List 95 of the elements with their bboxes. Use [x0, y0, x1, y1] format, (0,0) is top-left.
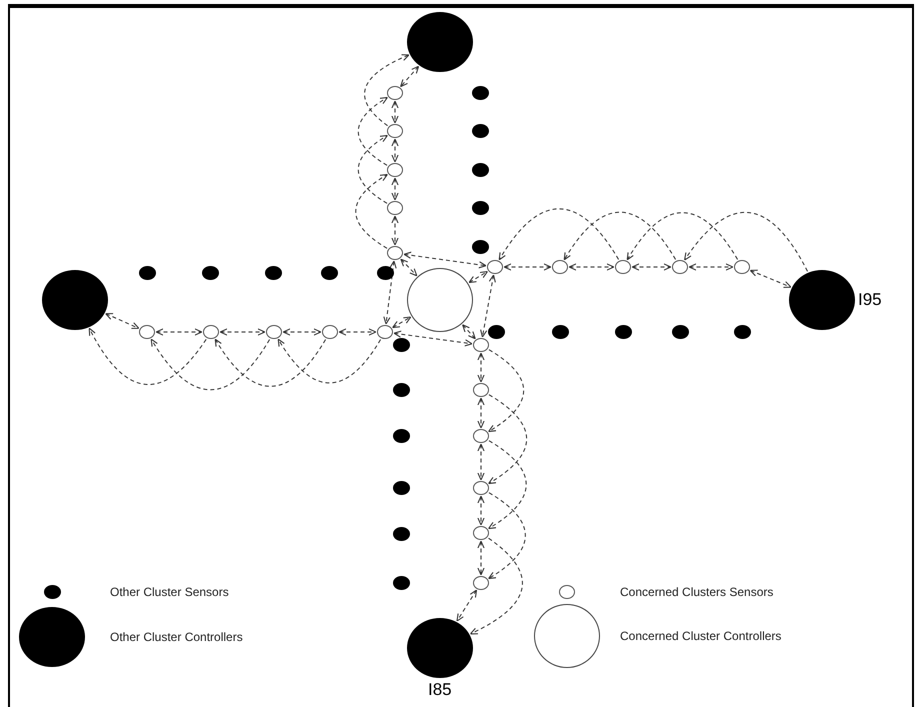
arrow: [456, 590, 478, 622]
arrow: [568, 263, 614, 271]
sensor-dot: [472, 86, 488, 100]
sensor-circle: [473, 576, 489, 590]
arrow: [477, 540, 485, 576]
sensor-circle: [203, 325, 219, 339]
arrow: [477, 352, 485, 382]
arrow: [488, 394, 528, 484]
sensor-dot: [614, 325, 632, 339]
sensor-dot: [392, 527, 410, 541]
arrow: [470, 538, 523, 634]
sensor-dot: [392, 338, 410, 352]
sensor-circle: [387, 201, 403, 215]
arrow: [391, 138, 399, 162]
arrow: [477, 496, 485, 526]
sensor-circle: [266, 325, 282, 339]
sensor-circle: [473, 481, 489, 495]
sensor-circle: [387, 86, 403, 100]
sensor-circle: [387, 246, 403, 260]
sensor-circle: [139, 325, 155, 339]
arrow: [403, 252, 487, 268]
arrow: [282, 328, 322, 336]
arrow: [477, 444, 485, 480]
arrow: [498, 208, 620, 260]
arrow: [400, 66, 420, 88]
sensor-dot: [734, 325, 750, 339]
arrow: [504, 263, 552, 271]
arrow: [462, 324, 476, 340]
sensor-circle: [672, 260, 688, 274]
sensor-circle: [377, 325, 393, 339]
central-controller-circle: [407, 268, 473, 332]
arrow: [220, 328, 266, 336]
arrow: [626, 212, 738, 260]
arrow: [750, 270, 792, 288]
sensor-circle: [322, 325, 338, 339]
sensor-dot: [320, 266, 338, 280]
sensor-dot: [138, 266, 156, 280]
legend-label: Concerned Cluster Controllers: [620, 629, 782, 643]
sensor-dot: [472, 163, 488, 177]
arrow: [150, 338, 270, 390]
sensor-circle: [487, 260, 503, 274]
arrow: [400, 258, 418, 276]
road-label: I95: [858, 290, 882, 310]
legend-label: Concerned Clusters Sensors: [620, 585, 774, 599]
sensor-dot: [264, 266, 282, 280]
arrow: [338, 328, 376, 336]
sensor-circle: [387, 124, 403, 138]
sensor-dot: [376, 266, 394, 280]
arrow: [488, 440, 527, 530]
arrow: [468, 270, 488, 284]
sensor-circle: [734, 260, 750, 274]
sensor-dot: [472, 201, 488, 215]
arrow: [488, 492, 526, 580]
arrow: [383, 260, 397, 325]
arrow: [214, 338, 326, 387]
arrow: [391, 178, 399, 200]
legend-label: Other Cluster Sensors: [110, 585, 229, 599]
sensor-dot: [392, 576, 410, 590]
sensor-dot: [472, 124, 488, 138]
sensor-dot: [202, 266, 218, 280]
sensor-dot: [552, 325, 568, 339]
arrow: [480, 274, 496, 338]
arrow: [364, 54, 410, 126]
arrow: [391, 100, 399, 124]
sensor-dot: [488, 325, 504, 339]
arrow: [684, 212, 808, 272]
arrow: [477, 398, 485, 428]
arrow: [488, 349, 524, 432]
arrow: [105, 313, 140, 329]
sensor-circle: [552, 260, 568, 274]
arrow: [391, 216, 399, 246]
arrow: [355, 174, 388, 249]
sensor-circle: [473, 429, 489, 443]
sensor-dot: [672, 325, 688, 339]
arrow: [393, 330, 473, 346]
sensor-dot: [392, 429, 410, 443]
arrow: [632, 263, 672, 271]
sensor-circle: [473, 526, 489, 540]
arrow: [564, 212, 676, 260]
legend-label: Other Cluster Controllers: [110, 630, 243, 644]
sensor-dot: [472, 240, 488, 254]
sensor-circle: [473, 383, 489, 397]
arrow: [358, 134, 388, 204]
arrow: [156, 328, 202, 336]
sensor-dot: [392, 383, 410, 397]
sensor-circle: [615, 260, 631, 274]
road-label: I85: [428, 680, 452, 700]
arrow: [392, 316, 412, 328]
arrow: [278, 338, 382, 384]
arrow: [688, 263, 734, 271]
sensor-circle: [473, 338, 489, 352]
sensor-circle: [387, 163, 403, 177]
arrow: [358, 96, 388, 166]
sensor-dot: [392, 481, 410, 495]
arrow: [88, 328, 207, 385]
